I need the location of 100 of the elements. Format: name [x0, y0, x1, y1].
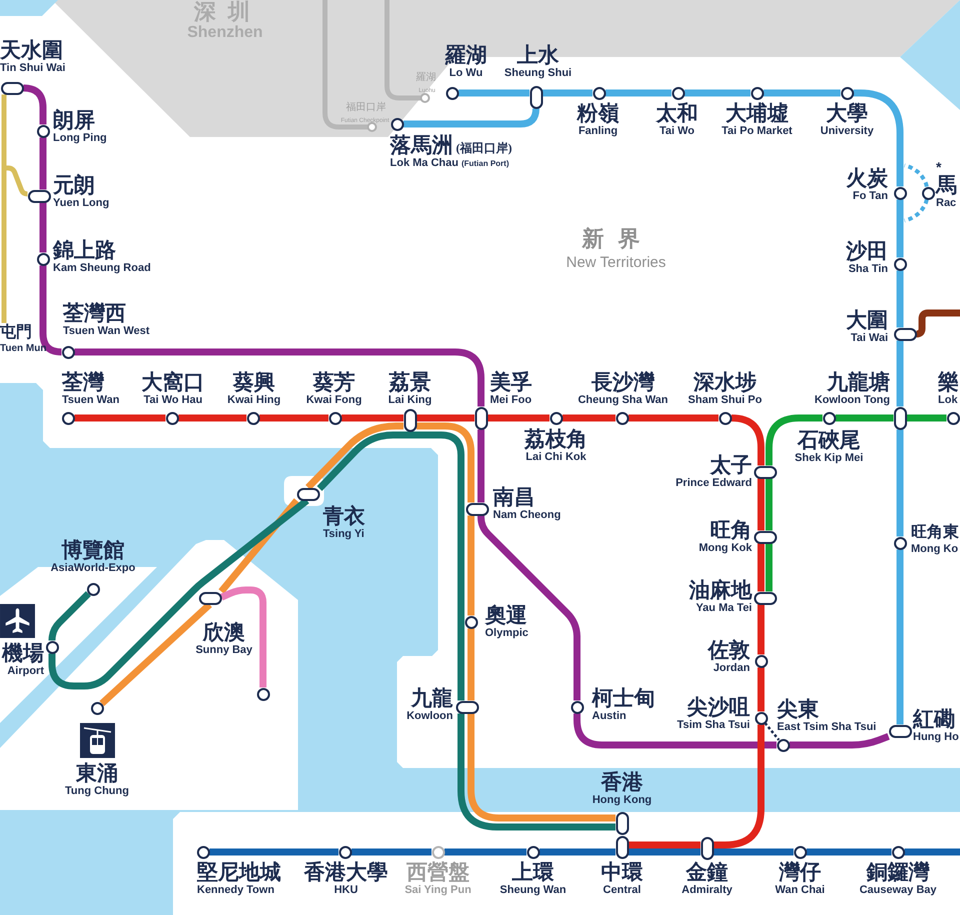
interchange-marker [616, 812, 628, 834]
station-name-english: Fanling [578, 125, 618, 138]
station-name: 太和 [656, 101, 698, 125]
station-name: 羅湖 [445, 43, 487, 67]
station-name: 元朗 [53, 173, 95, 197]
station-name: 南昌 [493, 485, 535, 509]
station-marker [894, 536, 906, 550]
station-marker [90, 702, 104, 714]
rail-line [6, 166, 30, 196]
rail-line [40, 138, 46, 190]
station-marker [894, 258, 906, 270]
rail-line [316, 432, 464, 700]
dotted-line [904, 163, 929, 188]
rail-line [854, 90, 904, 186]
station-name: 上水 [517, 43, 559, 67]
station-name: 旺角 [710, 518, 752, 542]
rail-line [416, 422, 474, 502]
station-name: 紅磡 [913, 707, 955, 731]
station-name-english: Lo Wu [449, 67, 483, 80]
region-name: 新界 [582, 226, 654, 252]
station-marker [46, 640, 58, 654]
station-name-english: Shek Kip Mei [794, 452, 864, 465]
rail-line [896, 430, 904, 536]
station-marker [754, 654, 768, 668]
rail-line [766, 414, 822, 466]
rail-line [606, 90, 672, 96]
rail-line [458, 90, 530, 96]
dotted-line [764, 722, 780, 741]
station-name: 青衣 [323, 504, 365, 528]
rail-line [758, 544, 764, 592]
interchange-marker [754, 466, 776, 478]
rail-line [836, 414, 894, 422]
station-name: 樂 [938, 370, 959, 394]
station-name-english: Austin [592, 710, 626, 723]
rail-line [766, 544, 772, 592]
place-name: 羅湖 [416, 72, 436, 83]
station-name-note: (福田口岸) [456, 141, 512, 155]
station-name-english: Sunny Bay [196, 644, 252, 657]
station-name: 石硤尾 [798, 428, 860, 452]
station-name-english: Kowloon Tong [814, 394, 890, 407]
station-marker [446, 86, 458, 100]
station-marker [86, 582, 100, 596]
station-name-english: Rac [936, 197, 956, 210]
station-name: 欣澳 [203, 620, 245, 644]
station-name-english: Tsim Sha Tsui [677, 719, 750, 732]
station-name: 金鐘 [686, 860, 728, 884]
rail-line [766, 478, 772, 530]
station-name: 大圍 [846, 308, 888, 332]
rail-line [764, 90, 840, 96]
interchange-marker [0, 82, 24, 94]
station-name-english: Causeway Bay [859, 884, 937, 897]
station-name: 九龍塘 [827, 370, 890, 394]
station-marker [256, 688, 270, 700]
station-name: 太子 [710, 453, 752, 477]
station-name-english: Kam Sheung Road [53, 262, 151, 275]
station-marker [36, 252, 50, 266]
station-name-english: Hong Kong [592, 794, 652, 807]
station-name: 長沙灣 [592, 370, 654, 394]
rail-line [806, 848, 892, 856]
station-marker [946, 412, 960, 424]
station-name: 灣仔 [779, 860, 821, 884]
station-name: 博覽館 [62, 538, 124, 562]
station-name: 九龍 [411, 686, 453, 710]
station-marker [464, 616, 478, 628]
station-name-english: Mong Kok [698, 542, 752, 555]
station-name-english: Lok [938, 394, 958, 407]
rail-line [342, 414, 404, 422]
station-name: 大窩口 [142, 370, 204, 394]
station-marker [328, 412, 342, 424]
station-name: 朗屏 [53, 108, 95, 132]
station-name: 東涌 [76, 761, 118, 785]
station-name-english: Kwai Hing [227, 394, 281, 407]
station-name: 深水埗 [694, 370, 756, 394]
rail-line [74, 348, 484, 406]
station-marker [592, 86, 606, 100]
station-marker [672, 86, 684, 100]
station-name-english: Admiralty [682, 884, 732, 897]
station-name-english: Lai Chi Kok [526, 451, 586, 464]
rail-line [478, 430, 484, 502]
rail-line [74, 414, 166, 422]
interchange-marker [754, 592, 776, 604]
station-name-english: Tin Shui Wai [0, 62, 66, 75]
station-name: 旺角東 [911, 523, 959, 543]
station-marker [550, 412, 562, 424]
station-name-english: Prince Edward [676, 477, 752, 490]
rail-line [306, 422, 404, 490]
station-name-english: Tai Wai [850, 332, 888, 345]
station-marker [922, 186, 934, 200]
station-marker [338, 846, 352, 858]
station-name: 荔景 [389, 370, 431, 394]
rail-line [628, 414, 718, 422]
rail-line [628, 842, 700, 848]
rail-line [896, 270, 904, 328]
station-name: 落馬洲 [390, 133, 453, 157]
station-marker [570, 700, 584, 714]
station-name: 美孚 [490, 370, 532, 394]
rail-line [758, 668, 764, 712]
station-name: 佐敦 [708, 638, 750, 662]
rail-line [714, 724, 764, 848]
station-name-english: Kennedy Town [197, 884, 274, 897]
